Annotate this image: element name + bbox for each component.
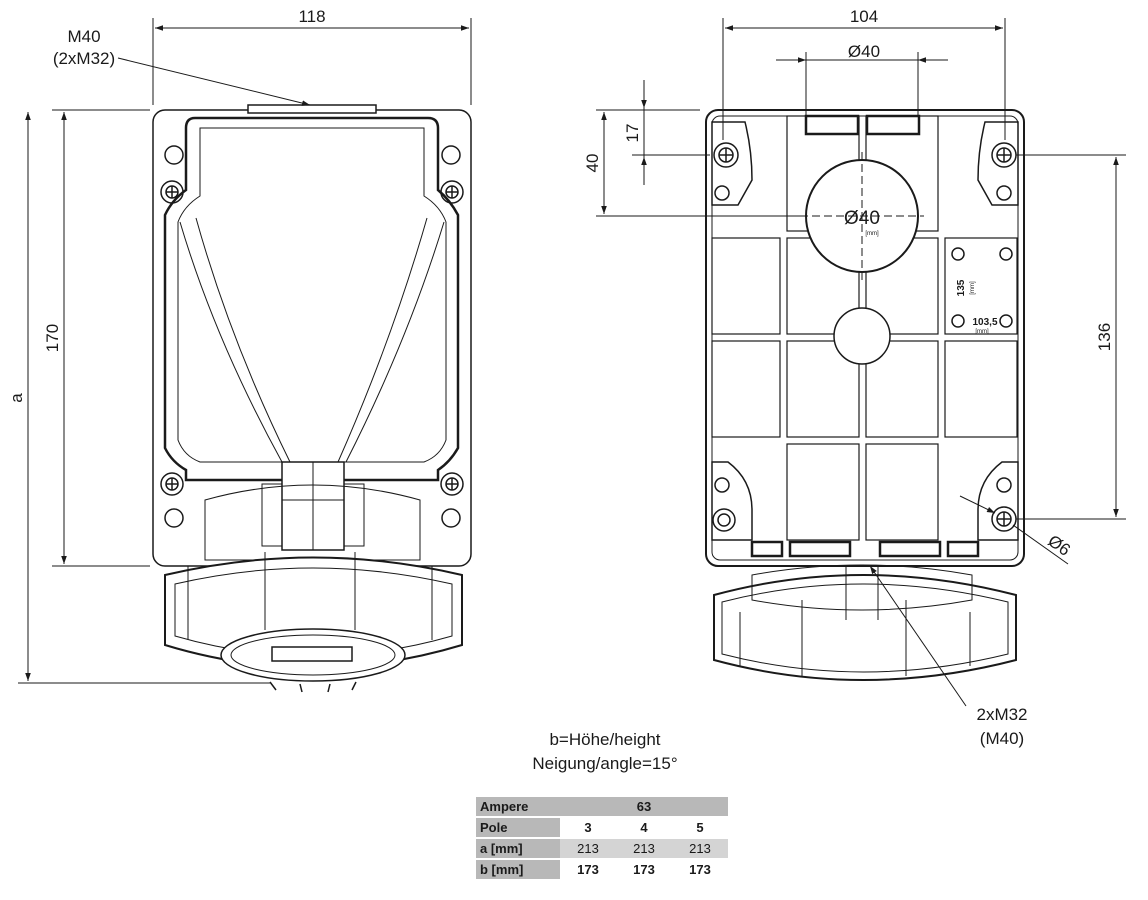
bottom-slot — [788, 540, 852, 558]
left-gland-label-1: M40 — [67, 27, 100, 46]
corner-pocket — [711, 121, 753, 206]
small-screw-icon — [714, 185, 730, 201]
left-gland-label-2: (2xM32) — [53, 49, 115, 68]
left-width-dim: 118 — [298, 7, 325, 26]
table-row: Ampere 63 — [476, 797, 728, 818]
table-cell: 173 — [672, 859, 728, 881]
corner-hole-icon — [441, 508, 461, 528]
small-screw-icon — [996, 477, 1012, 493]
right-lid-ring — [713, 574, 1017, 681]
table-cell: 3 — [560, 817, 616, 839]
spacing-135-unit: [mm] — [970, 281, 976, 295]
right-dimensions — [596, 18, 1126, 707]
table-cell: 173 — [616, 859, 672, 881]
left-inner-frame — [163, 116, 460, 482]
hole-center-label: Ø40 — [844, 208, 880, 229]
cable-funnel — [195, 217, 428, 463]
screw-icon — [440, 472, 464, 496]
left-height-dim: 170 — [43, 324, 62, 352]
table-cell: 63 — [560, 797, 728, 818]
corner-hole-icon — [441, 145, 461, 165]
table-row: b [mm] 173 173 173 — [476, 859, 728, 881]
screw-icon — [160, 180, 184, 204]
lid-face — [220, 628, 406, 682]
center-lines — [800, 152, 924, 280]
caption-height: b=Höhe/height — [549, 730, 661, 749]
knockout-hole — [833, 307, 891, 365]
table-cell: 213 — [560, 838, 616, 860]
row-label: Ampere — [476, 797, 560, 818]
dim-40: 40 — [583, 154, 602, 173]
spacing-1035-unit: [mm] — [975, 329, 989, 335]
mount-screw-icon — [713, 142, 739, 168]
mount-screw-icon — [991, 142, 1017, 168]
hole-diameter-dim: Ø40 — [848, 42, 880, 61]
table-cell: 4 — [616, 817, 672, 839]
mount-hole-icon — [712, 508, 736, 532]
alt-mount-hole-icon — [999, 314, 1013, 328]
alt-mount-hole-icon — [999, 247, 1013, 261]
right-gland-label-1: 2xM32 — [976, 705, 1027, 724]
small-screw-icon — [714, 477, 730, 493]
label-window — [271, 646, 353, 662]
corner-pocket — [977, 121, 1019, 206]
left-overall-dim: a — [7, 393, 26, 403]
alt-mount-hole-icon — [951, 314, 965, 328]
right-view — [705, 109, 1025, 681]
table-row: Pole 3 4 5 — [476, 817, 728, 839]
table-row: a [mm] 213 213 213 — [476, 838, 728, 860]
small-screw-icon — [996, 185, 1012, 201]
left-view — [152, 104, 472, 693]
row-label: a [mm] — [476, 838, 560, 860]
row-label: Pole — [476, 817, 560, 839]
top-slot — [865, 114, 921, 136]
right-width-dim: 104 — [850, 7, 878, 26]
caption-angle: Neigung/angle=15° — [532, 754, 678, 773]
bottom-slot — [878, 540, 942, 558]
bottom-slot — [946, 540, 980, 558]
dim-17: 17 — [623, 124, 642, 143]
mount-screw-icon — [991, 506, 1017, 532]
screw-icon — [160, 472, 184, 496]
top-gland — [247, 104, 377, 114]
screw-icon — [440, 180, 464, 204]
hole-center-unit: [mm] — [865, 231, 879, 237]
table-cell: 173 — [560, 859, 616, 881]
corner-hole-icon — [164, 508, 184, 528]
spec-table: Ampere 63 Pole 3 4 5 a [mm] 213 213 213 … — [476, 797, 728, 881]
dim-136: 136 — [1095, 323, 1114, 351]
alt-mount-hole-icon — [951, 247, 965, 261]
table-cell: 5 — [672, 817, 728, 839]
mount-hole-dim: Ø6 — [1044, 531, 1073, 560]
row-label: b [mm] — [476, 859, 560, 881]
right-housing-outline — [705, 109, 1025, 567]
corner-pocket — [711, 461, 753, 541]
spacing-135: 135 — [956, 279, 967, 296]
right-gland-label-2: (M40) — [980, 729, 1024, 748]
table-cell: 213 — [616, 838, 672, 860]
bottom-slot — [750, 540, 784, 558]
corner-hole-icon — [164, 145, 184, 165]
table-cell: 213 — [672, 838, 728, 860]
corner-pocket — [977, 461, 1019, 541]
left-dimensions — [18, 18, 472, 684]
spacing-1035: 103,5 — [972, 317, 997, 328]
top-slot — [804, 114, 860, 136]
